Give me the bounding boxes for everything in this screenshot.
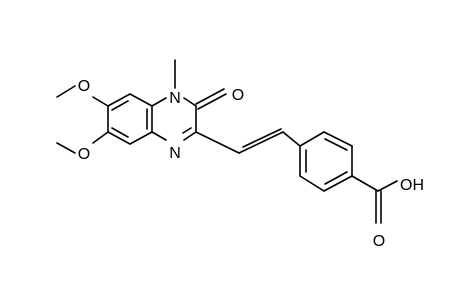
bond-ph4-ph5-inner (324, 171, 348, 185)
bond-o-me-top (56, 85, 76, 98)
bond-c8-c8a (129, 131, 153, 145)
bond-vinyl-double-a (238, 131, 284, 154)
bond-c7-c8-inner (111, 127, 129, 138)
bond-ph1-ph2 (299, 131, 325, 147)
bond-n1-c2 (183, 97, 197, 107)
bond-c3-n4 (183, 131, 197, 141)
atom-label-n4: N (169, 145, 181, 162)
bond-ph2-ph3 (323, 131, 353, 147)
atom-label-methoxy-o-top: O (78, 78, 90, 95)
atom-label-n1: N (169, 90, 181, 107)
bond-c3-n4-inner (182, 127, 192, 134)
bond-ph4-cooh (351, 175, 379, 192)
bond-n4-c8a (151, 131, 167, 141)
bond-ph2-ph3-inner (324, 138, 348, 151)
bond-c5-c6-inner (111, 100, 129, 111)
bond-o-me-bottom (56, 142, 76, 154)
bond-c-oh (377, 180, 398, 192)
bond-c2-o-a (195, 88, 225, 105)
bond-c6-o (92, 96, 109, 107)
bond-ph5-ph6 (299, 175, 325, 192)
bond-c4a-n1 (151, 97, 167, 107)
bond-c7-c8 (107, 131, 131, 145)
bond-ph4-ph5 (323, 175, 353, 192)
bond-c4a-c5 (129, 93, 153, 107)
bond-vinyl-aryl (282, 131, 301, 147)
bond-c5-c6 (107, 93, 131, 107)
atom-label-methoxy-o-bottom: O (78, 146, 90, 163)
atom-label-acid-o: O (373, 233, 385, 250)
bond-c2-o-b (197, 93, 227, 110)
atom-label-carbonyl-o: O (232, 87, 244, 104)
bond-c7-o (92, 131, 109, 144)
atom-label-acid-oh: OH (400, 177, 424, 194)
bond-c3-vinyl (195, 131, 240, 154)
bond-vinyl-double-b (242, 128, 282, 148)
